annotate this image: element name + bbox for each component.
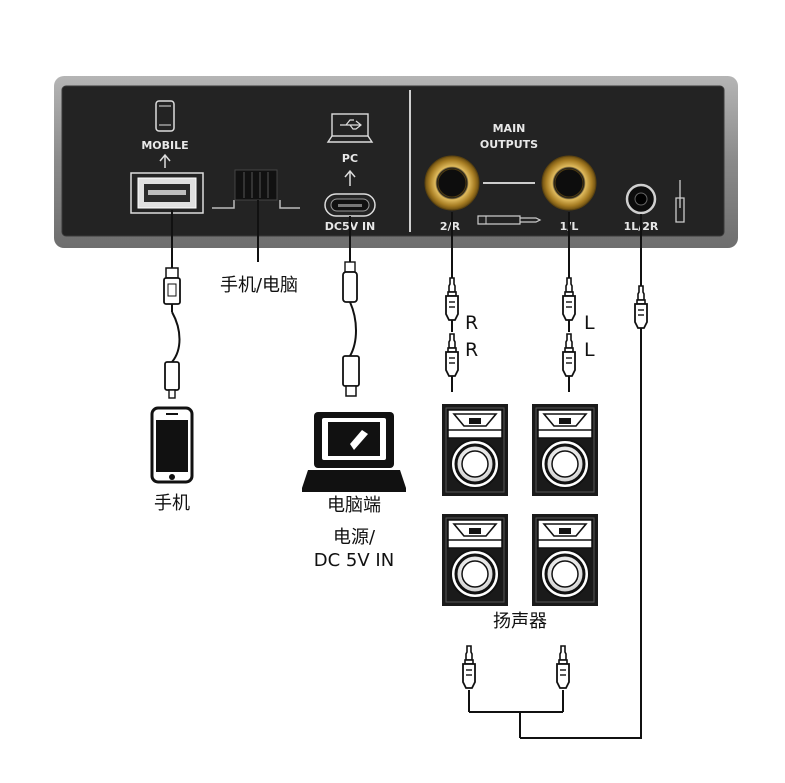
mobile-port-label: MOBILE: [141, 139, 188, 152]
jack-right-label: 2/R: [440, 220, 461, 233]
switch-caption: 手机/电脑: [220, 275, 298, 296]
left-output-cable: [562, 212, 576, 392]
speakers-caption: 扬声器: [493, 611, 547, 632]
cable-r-top-label: R: [465, 312, 478, 334]
speaker-cabinet-icon: [530, 512, 600, 608]
pc-port-label: PC: [342, 152, 358, 165]
main-outputs-label-line1: MAIN: [493, 122, 526, 135]
power-caption-line2: DC 5V IN: [314, 550, 394, 571]
speaker-cabinet-icon: [440, 512, 510, 608]
mobile-phone-icon: [150, 406, 194, 484]
mobile-phone-icon: [155, 100, 175, 132]
usb-c-port[interactable]: [324, 193, 376, 217]
trs-plug-icon: [477, 215, 542, 225]
jack-left-output[interactable]: [541, 155, 597, 211]
pc-caption: 电脑端: [327, 495, 381, 516]
phone-caption: 手机: [154, 493, 190, 514]
speaker-cabinet-icon: [440, 402, 510, 498]
usb-icon: [326, 113, 374, 143]
headphone-plug-icon: [675, 180, 685, 223]
power-caption-line1: 电源/: [333, 527, 376, 548]
main-outputs-label-line2: OUTPUTS: [480, 138, 538, 151]
cable-l-bottom-label: L: [584, 339, 595, 361]
cable-l-top-label: L: [584, 312, 595, 334]
cable-r-bottom-label: R: [465, 339, 478, 361]
pc-cable: [342, 216, 360, 397]
right-output-cable: [445, 212, 459, 392]
laptop-icon: [302, 412, 406, 492]
jack-right-output[interactable]: [424, 155, 480, 211]
mobile-pc-switch[interactable]: [212, 169, 300, 209]
phone-cable: [163, 210, 181, 399]
audio-interface-rear-panel: MOBILE PC: [54, 76, 738, 248]
jack-stereo-output[interactable]: [625, 183, 657, 215]
usb-a-port[interactable]: [130, 172, 204, 214]
speaker-cabinet-icon: [530, 402, 600, 498]
stereo-output-cable: [462, 214, 648, 739]
